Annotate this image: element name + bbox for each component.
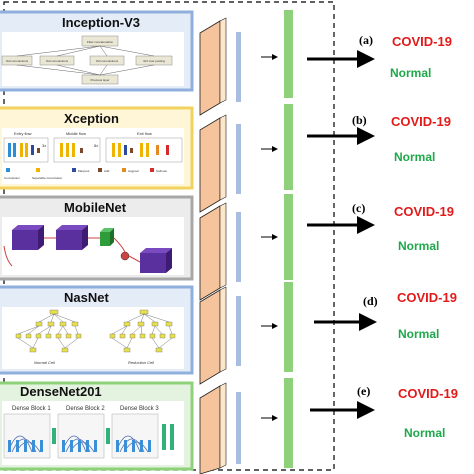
tag-d: (d) bbox=[363, 294, 378, 308]
svg-text:Entry flow: Entry flow bbox=[14, 131, 32, 136]
svg-text:Separable Convolution: Separable Convolution bbox=[32, 176, 63, 180]
label-normal-e: Normal bbox=[404, 426, 445, 440]
feature-block-b bbox=[199, 117, 221, 213]
svg-text:3x3 convolutions: 3x3 convolutions bbox=[96, 59, 119, 63]
feature-block-a bbox=[199, 20, 221, 116]
svg-text:Dense Block 2: Dense Block 2 bbox=[66, 406, 105, 412]
mobilenet-title: MobileNet bbox=[64, 200, 127, 215]
feature-block-c bbox=[199, 205, 221, 301]
model-row-nasnet: NasNet Normal Cell Reduction Cell (d) CO… bbox=[0, 282, 457, 385]
svg-text:3x3 convolutions: 3x3 convolutions bbox=[46, 59, 69, 63]
svg-text:3x3 convolutions: 3x3 convolutions bbox=[6, 59, 29, 63]
svg-text:Add: Add bbox=[104, 169, 110, 173]
label-normal-a: Normal bbox=[390, 66, 431, 80]
dense-bar-e bbox=[284, 378, 293, 468]
dense-bar-a bbox=[284, 10, 293, 98]
svg-text:Maxpool: Maxpool bbox=[78, 169, 90, 173]
label-covid-d: COVID-19 bbox=[397, 290, 457, 305]
tag-a: (a) bbox=[359, 33, 373, 47]
inception-title: Inception-V3 bbox=[62, 15, 140, 30]
svg-text:Exit flow: Exit flow bbox=[137, 131, 152, 136]
dense-bar-b bbox=[284, 104, 293, 190]
svg-text:Previous layer: Previous layer bbox=[90, 78, 109, 82]
svg-text:Middle flow: Middle flow bbox=[66, 131, 86, 136]
tag-b: (b) bbox=[352, 113, 367, 127]
dense-bar-c bbox=[284, 194, 293, 280]
svg-text:Normal Cell: Normal Cell bbox=[34, 360, 55, 365]
label-covid-b: COVID-19 bbox=[391, 114, 451, 129]
label-normal-c: Normal bbox=[398, 239, 439, 253]
feature-block-e bbox=[199, 385, 221, 474]
xception-title: Xception bbox=[64, 111, 119, 126]
svg-text:Filter concatenation: Filter concatenation bbox=[87, 40, 114, 44]
model-row-densenet: DenseNet201 Dense Block 1 Dense Block 2 … bbox=[0, 378, 458, 474]
label-normal-d: Normal bbox=[398, 327, 439, 341]
feature-block-d bbox=[199, 289, 221, 385]
nasnet-title: NasNet bbox=[64, 290, 109, 305]
model-row-xception: Xception Entry flow Middle flow Exit flo… bbox=[0, 104, 451, 213]
label-covid-e: COVID-19 bbox=[398, 386, 458, 401]
model-row-inception: Inception-V3 Filter concatenation 3x3 co… bbox=[0, 10, 452, 116]
svg-text:8x: 8x bbox=[94, 143, 98, 148]
svg-text:Dense Block 1: Dense Block 1 bbox=[12, 406, 51, 412]
svg-text:3x3 max pooling: 3x3 max pooling bbox=[143, 59, 165, 63]
label-covid-c: COVID-19 bbox=[394, 204, 454, 219]
label-normal-b: Normal bbox=[394, 150, 435, 164]
blue-strip-c bbox=[236, 212, 241, 282]
svg-text:3x: 3x bbox=[42, 143, 46, 148]
dense-bar-d bbox=[284, 282, 293, 372]
tag-e: (e) bbox=[357, 384, 370, 398]
blue-strip-d bbox=[236, 296, 241, 366]
svg-text:Softmax: Softmax bbox=[156, 169, 168, 173]
densenet-title: DenseNet201 bbox=[20, 384, 102, 399]
blue-strip-a bbox=[236, 32, 241, 102]
blue-strip-b bbox=[236, 124, 241, 194]
model-row-mobilenet: MobileNet (c) COVID-19 Normal bbox=[0, 194, 454, 301]
svg-text:Convolution: Convolution bbox=[4, 176, 20, 180]
blue-strip-e bbox=[236, 392, 241, 464]
label-covid-a: COVID-19 bbox=[392, 34, 452, 49]
tag-c: (c) bbox=[352, 201, 365, 215]
svg-text:Dense Block 3: Dense Block 3 bbox=[120, 406, 159, 412]
svg-text:Avgpool: Avgpool bbox=[128, 169, 139, 173]
svg-text:Reduction Cell: Reduction Cell bbox=[128, 360, 154, 365]
